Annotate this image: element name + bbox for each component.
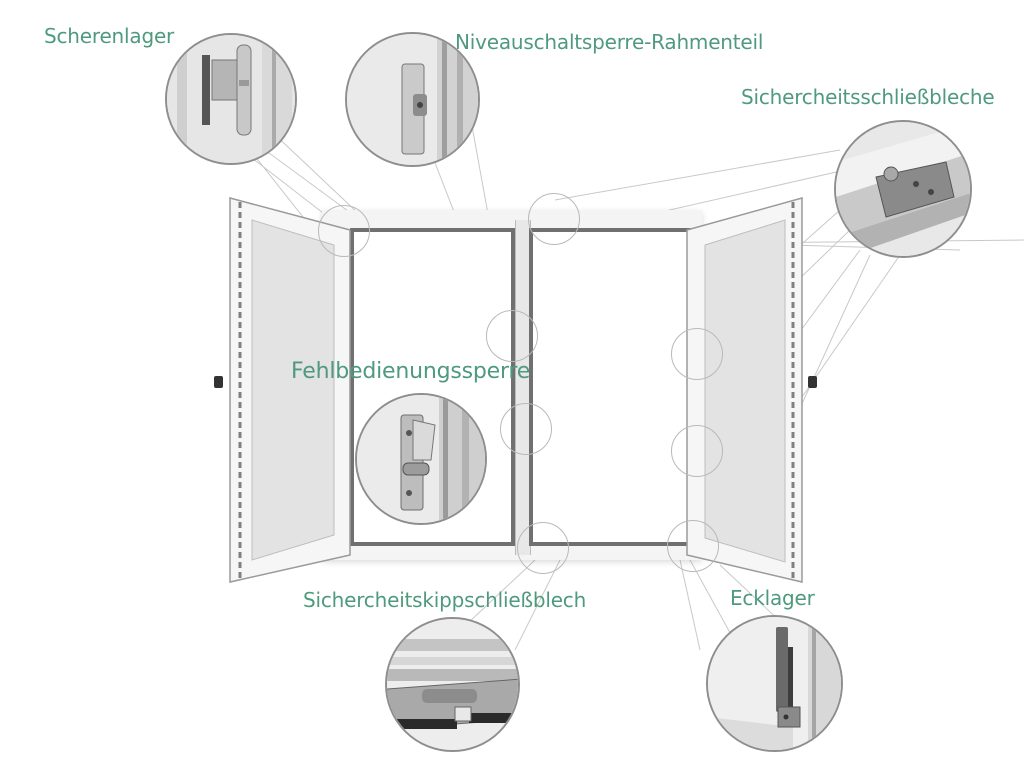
left-handle-knob xyxy=(214,376,223,388)
marker-fehlbedienungssperre[interactable] xyxy=(500,403,552,455)
right-handle-knob xyxy=(808,376,817,388)
label-niveauschaltsperre: Niveauschaltsperre-Rahmenteil xyxy=(455,30,764,54)
detail-sicherheitskippschliessblech xyxy=(385,617,520,752)
marker-right-lower[interactable] xyxy=(671,425,723,477)
left-sash xyxy=(229,197,351,583)
marker-ecklager[interactable] xyxy=(667,520,719,572)
scissor-hinge-icon xyxy=(167,35,295,163)
label-ecklager: Ecklager xyxy=(730,586,815,610)
detail-fehlbedienungssperre xyxy=(355,393,487,525)
marker-middle-upper[interactable] xyxy=(486,310,538,362)
window-assembly xyxy=(214,190,817,585)
misoperation-lock-icon xyxy=(357,395,485,523)
marker-right-upper[interactable] xyxy=(671,328,723,380)
right-opening xyxy=(529,228,699,546)
detail-ecklager xyxy=(706,615,843,752)
detail-sicherheitsschliessbleche xyxy=(834,120,972,258)
strike-plate-icon xyxy=(836,122,970,256)
label-scherenlager: Scherenlager xyxy=(44,24,175,48)
right-sash xyxy=(686,197,803,583)
marker-kippschliessblech[interactable] xyxy=(517,522,569,574)
label-sicherheitsschliessbleche: Sichercheitsschließbleche xyxy=(741,85,995,109)
marker-scherenlager[interactable] xyxy=(318,205,370,257)
tilt-strike-plate-icon xyxy=(387,619,518,750)
marker-niveauschaltsperre[interactable] xyxy=(528,193,580,245)
label-sicherheitskippschliessblech: Sichercheitskippschließblech xyxy=(303,588,587,612)
corner-bearing-icon xyxy=(708,617,841,750)
detail-scherenlager xyxy=(165,33,297,165)
label-fehlbedienungssperre: Fehlbedienungssperre xyxy=(291,359,531,384)
